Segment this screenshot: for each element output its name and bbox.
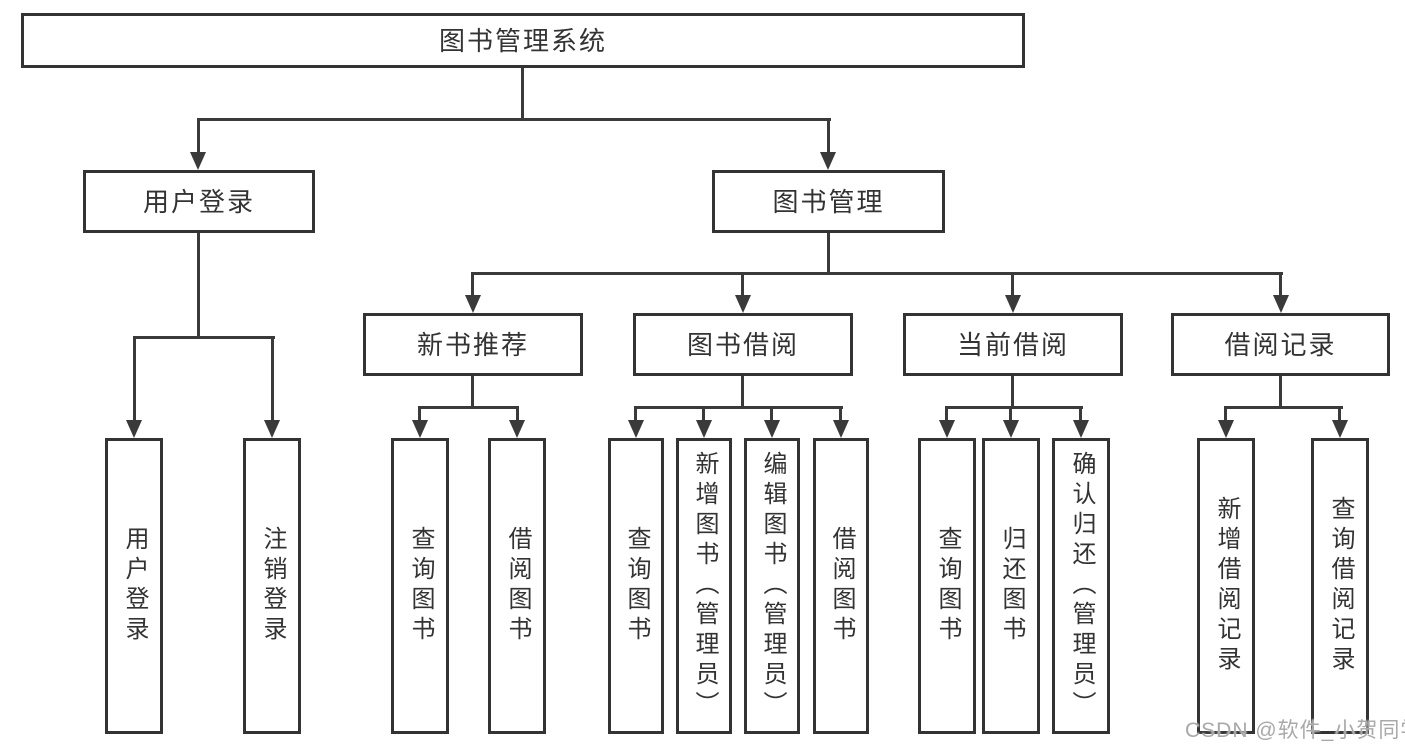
connector-line [827, 233, 830, 275]
connector-line [945, 406, 948, 422]
connector-line [1279, 272, 1282, 297]
arrow-down-icon [820, 152, 836, 170]
connector-line [521, 68, 524, 121]
arrow-down-icon [735, 295, 751, 313]
leaf-borrow-book-recommend: 借阅图书 [488, 438, 546, 734]
leaf-label: 确认归还（管理员） [1068, 451, 1095, 721]
leaf-label: 借阅图书 [828, 526, 855, 646]
connector-line [418, 406, 519, 409]
arrow-down-icon [696, 420, 712, 438]
connector-line [839, 406, 842, 422]
connector-line [1279, 376, 1282, 409]
node-label: 新书推荐 [416, 329, 529, 360]
arrow-down-icon [939, 420, 955, 438]
leaf-add-book-admin: 新增图书（管理员） [676, 438, 732, 734]
connector-line [827, 118, 830, 154]
node-label: 图书管理 [772, 186, 885, 217]
connector-line [197, 118, 831, 121]
connector-line [1338, 406, 1341, 422]
arrow-down-icon [190, 152, 206, 170]
leaf-label: 查询图书 [623, 526, 650, 646]
leaf-user-login: 用户登录 [105, 438, 163, 734]
node-label: 用户登录 [142, 186, 255, 217]
arrow-down-icon [1003, 420, 1019, 438]
connector-line [471, 272, 1283, 275]
arrow-down-icon [628, 420, 644, 438]
node-label: 借阅记录 [1224, 329, 1337, 360]
connector-line [741, 376, 744, 409]
connector-line [197, 233, 200, 339]
leaf-label: 用户登录 [121, 526, 148, 646]
node-current-borrow: 当前借阅 [903, 313, 1123, 376]
watermark: CSDN @软件_小贺同学 [1185, 719, 1405, 742]
connector-line [945, 406, 1083, 409]
connector-line [770, 406, 773, 422]
connector-line [1079, 406, 1082, 422]
node-label: 图书管理系统 [438, 25, 607, 56]
connector-line [516, 406, 519, 422]
leaf-label: 借阅图书 [504, 526, 531, 646]
connector-line [1011, 376, 1014, 409]
leaf-label: 查询图书 [934, 526, 961, 646]
connector-line [702, 406, 705, 422]
connector-line [471, 376, 474, 409]
connector-line [133, 336, 136, 422]
connector-line [197, 118, 200, 154]
connector-line [1009, 406, 1012, 422]
leaf-edit-book-admin: 编辑图书（管理员） [744, 438, 800, 734]
leaf-add-borrow-record: 新增借阅记录 [1197, 438, 1255, 734]
node-library-management-system: 图书管理系统 [21, 13, 1025, 68]
leaf-confirm-return-admin: 确认归还（管理员） [1052, 438, 1110, 734]
node-label: 当前借阅 [956, 329, 1069, 360]
arrow-down-icon [1273, 295, 1289, 313]
connector-line [634, 406, 843, 409]
leaf-query-book: 查询图书 [608, 438, 664, 734]
arrow-down-icon [465, 295, 481, 313]
leaf-query-borrow-record: 查询借阅记录 [1311, 438, 1369, 734]
arrow-down-icon [1073, 420, 1089, 438]
leaf-label: 查询图书 [407, 526, 434, 646]
leaf-return-book: 归还图书 [982, 438, 1040, 734]
connector-line [741, 272, 744, 297]
arrow-down-icon [126, 420, 142, 438]
arrow-down-icon [1332, 420, 1348, 438]
leaf-query-current: 查询图书 [918, 438, 976, 734]
arrow-down-icon [764, 420, 780, 438]
leaf-borrow-book: 借阅图书 [813, 438, 869, 734]
leaf-label: 新增借阅记录 [1213, 496, 1240, 676]
connector-line [1011, 272, 1014, 297]
connector-line [471, 272, 474, 297]
leaf-label: 编辑图书（管理员） [759, 451, 786, 721]
connector-line [418, 406, 421, 422]
node-user-login: 用户登录 [83, 170, 315, 233]
node-new-book-recommend: 新书推荐 [363, 313, 583, 376]
connector-line [1224, 406, 1343, 409]
leaf-label: 归还图书 [998, 526, 1025, 646]
arrow-down-icon [412, 420, 428, 438]
connector-line [271, 336, 274, 422]
connector-line [133, 336, 275, 339]
node-label: 图书借阅 [686, 329, 799, 360]
leaf-label: 新增图书（管理员） [691, 451, 718, 721]
arrow-down-icon [1218, 420, 1234, 438]
leaf-query-book-recommend: 查询图书 [391, 438, 449, 734]
leaf-logout: 注销登录 [243, 438, 301, 734]
connector-line [634, 406, 637, 422]
connector-line [1224, 406, 1227, 422]
leaf-label: 查询借阅记录 [1327, 496, 1354, 676]
arrow-down-icon [264, 420, 280, 438]
arrow-down-icon [1005, 295, 1021, 313]
node-book-borrow: 图书借阅 [633, 313, 853, 376]
leaf-label: 注销登录 [259, 526, 286, 646]
arrow-down-icon [509, 420, 525, 438]
node-borrow-record: 借阅记录 [1171, 313, 1390, 376]
node-book-management: 图书管理 [712, 170, 945, 233]
arrow-down-icon [833, 420, 849, 438]
